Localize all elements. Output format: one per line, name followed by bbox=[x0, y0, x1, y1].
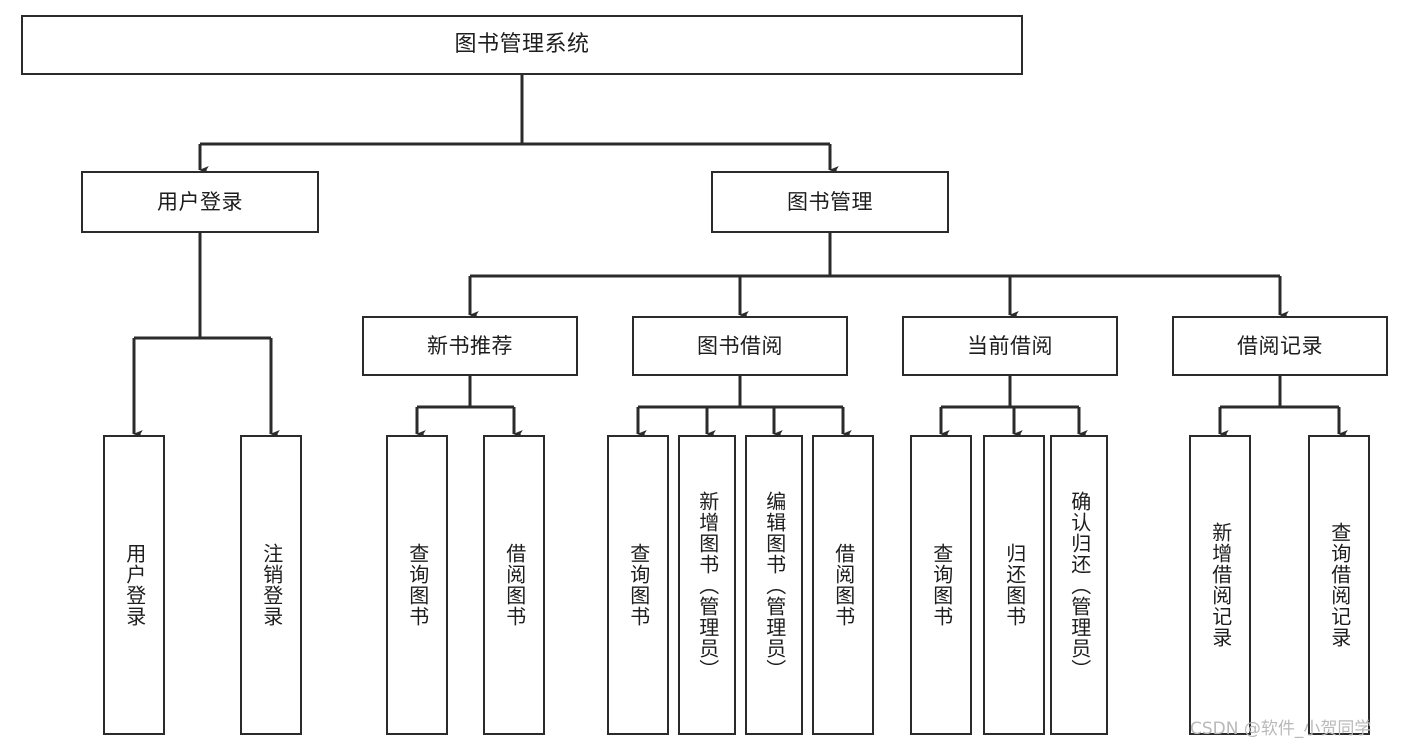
node-label-leaf-edit-book: 编辑图书（管理员） bbox=[762, 490, 787, 680]
node-label-user-login: 用户登录 bbox=[157, 189, 243, 214]
node-label-leaf-query-book-3: 查询图书 bbox=[929, 543, 954, 627]
node-leaf-query-book-2[interactable]: 查询图书 bbox=[607, 435, 669, 735]
node-leaf-edit-book[interactable]: 编辑图书（管理员） bbox=[745, 435, 803, 735]
node-label-leaf-borrow-book-2: 借阅图书 bbox=[831, 543, 856, 627]
node-book-manage[interactable]: 图书管理 bbox=[711, 171, 949, 233]
node-label-leaf-query-book-1: 查询图书 bbox=[405, 543, 430, 627]
node-new-book-rec[interactable]: 新书推荐 bbox=[362, 316, 578, 376]
node-leaf-borrow-book-1[interactable]: 借阅图书 bbox=[483, 435, 545, 735]
node-label-leaf-add-book: 新增图书（管理员） bbox=[695, 490, 720, 680]
node-label-leaf-query-record: 查询借阅记录 bbox=[1327, 522, 1352, 648]
node-user-login[interactable]: 用户登录 bbox=[81, 171, 319, 233]
node-book-borrow[interactable]: 图书借阅 bbox=[632, 316, 848, 376]
node-leaf-add-book[interactable]: 新增图书（管理员） bbox=[678, 435, 736, 735]
node-leaf-logout[interactable]: 注销登录 bbox=[240, 435, 302, 735]
node-label-book-manage: 图书管理 bbox=[787, 189, 873, 214]
node-label-leaf-confirm-return: 确认归还（管理员） bbox=[1067, 490, 1092, 680]
node-leaf-add-record[interactable]: 新增借阅记录 bbox=[1189, 435, 1251, 735]
node-label-root: 图书管理系统 bbox=[454, 32, 590, 58]
node-label-new-book-rec: 新书推荐 bbox=[427, 333, 513, 358]
node-leaf-borrow-book-2[interactable]: 借阅图书 bbox=[812, 435, 874, 735]
watermark: CSDN @软件_小贺同学 bbox=[1190, 719, 1372, 739]
node-label-leaf-return-book: 归还图书 bbox=[1002, 543, 1027, 627]
node-leaf-user-login[interactable]: 用户登录 bbox=[103, 435, 165, 735]
node-leaf-confirm-return[interactable]: 确认归还（管理员） bbox=[1050, 435, 1108, 735]
node-borrow-record[interactable]: 借阅记录 bbox=[1172, 316, 1388, 376]
node-leaf-query-book-3[interactable]: 查询图书 bbox=[910, 435, 972, 735]
node-root[interactable]: 图书管理系统 bbox=[21, 15, 1023, 75]
node-label-leaf-query-book-2: 查询图书 bbox=[626, 543, 651, 627]
node-current-borrow[interactable]: 当前借阅 bbox=[902, 316, 1118, 376]
node-leaf-query-book-1[interactable]: 查询图书 bbox=[386, 435, 448, 735]
node-label-book-borrow: 图书借阅 bbox=[697, 333, 783, 358]
node-label-current-borrow: 当前借阅 bbox=[967, 333, 1053, 358]
node-label-leaf-add-record: 新增借阅记录 bbox=[1208, 522, 1233, 648]
node-leaf-query-record[interactable]: 查询借阅记录 bbox=[1308, 435, 1370, 735]
node-label-leaf-borrow-book-1: 借阅图书 bbox=[502, 543, 527, 627]
node-label-leaf-logout: 注销登录 bbox=[259, 543, 284, 627]
node-label-leaf-user-login: 用户登录 bbox=[122, 543, 147, 627]
node-leaf-return-book[interactable]: 归还图书 bbox=[983, 435, 1045, 735]
node-label-borrow-record: 借阅记录 bbox=[1237, 333, 1323, 358]
